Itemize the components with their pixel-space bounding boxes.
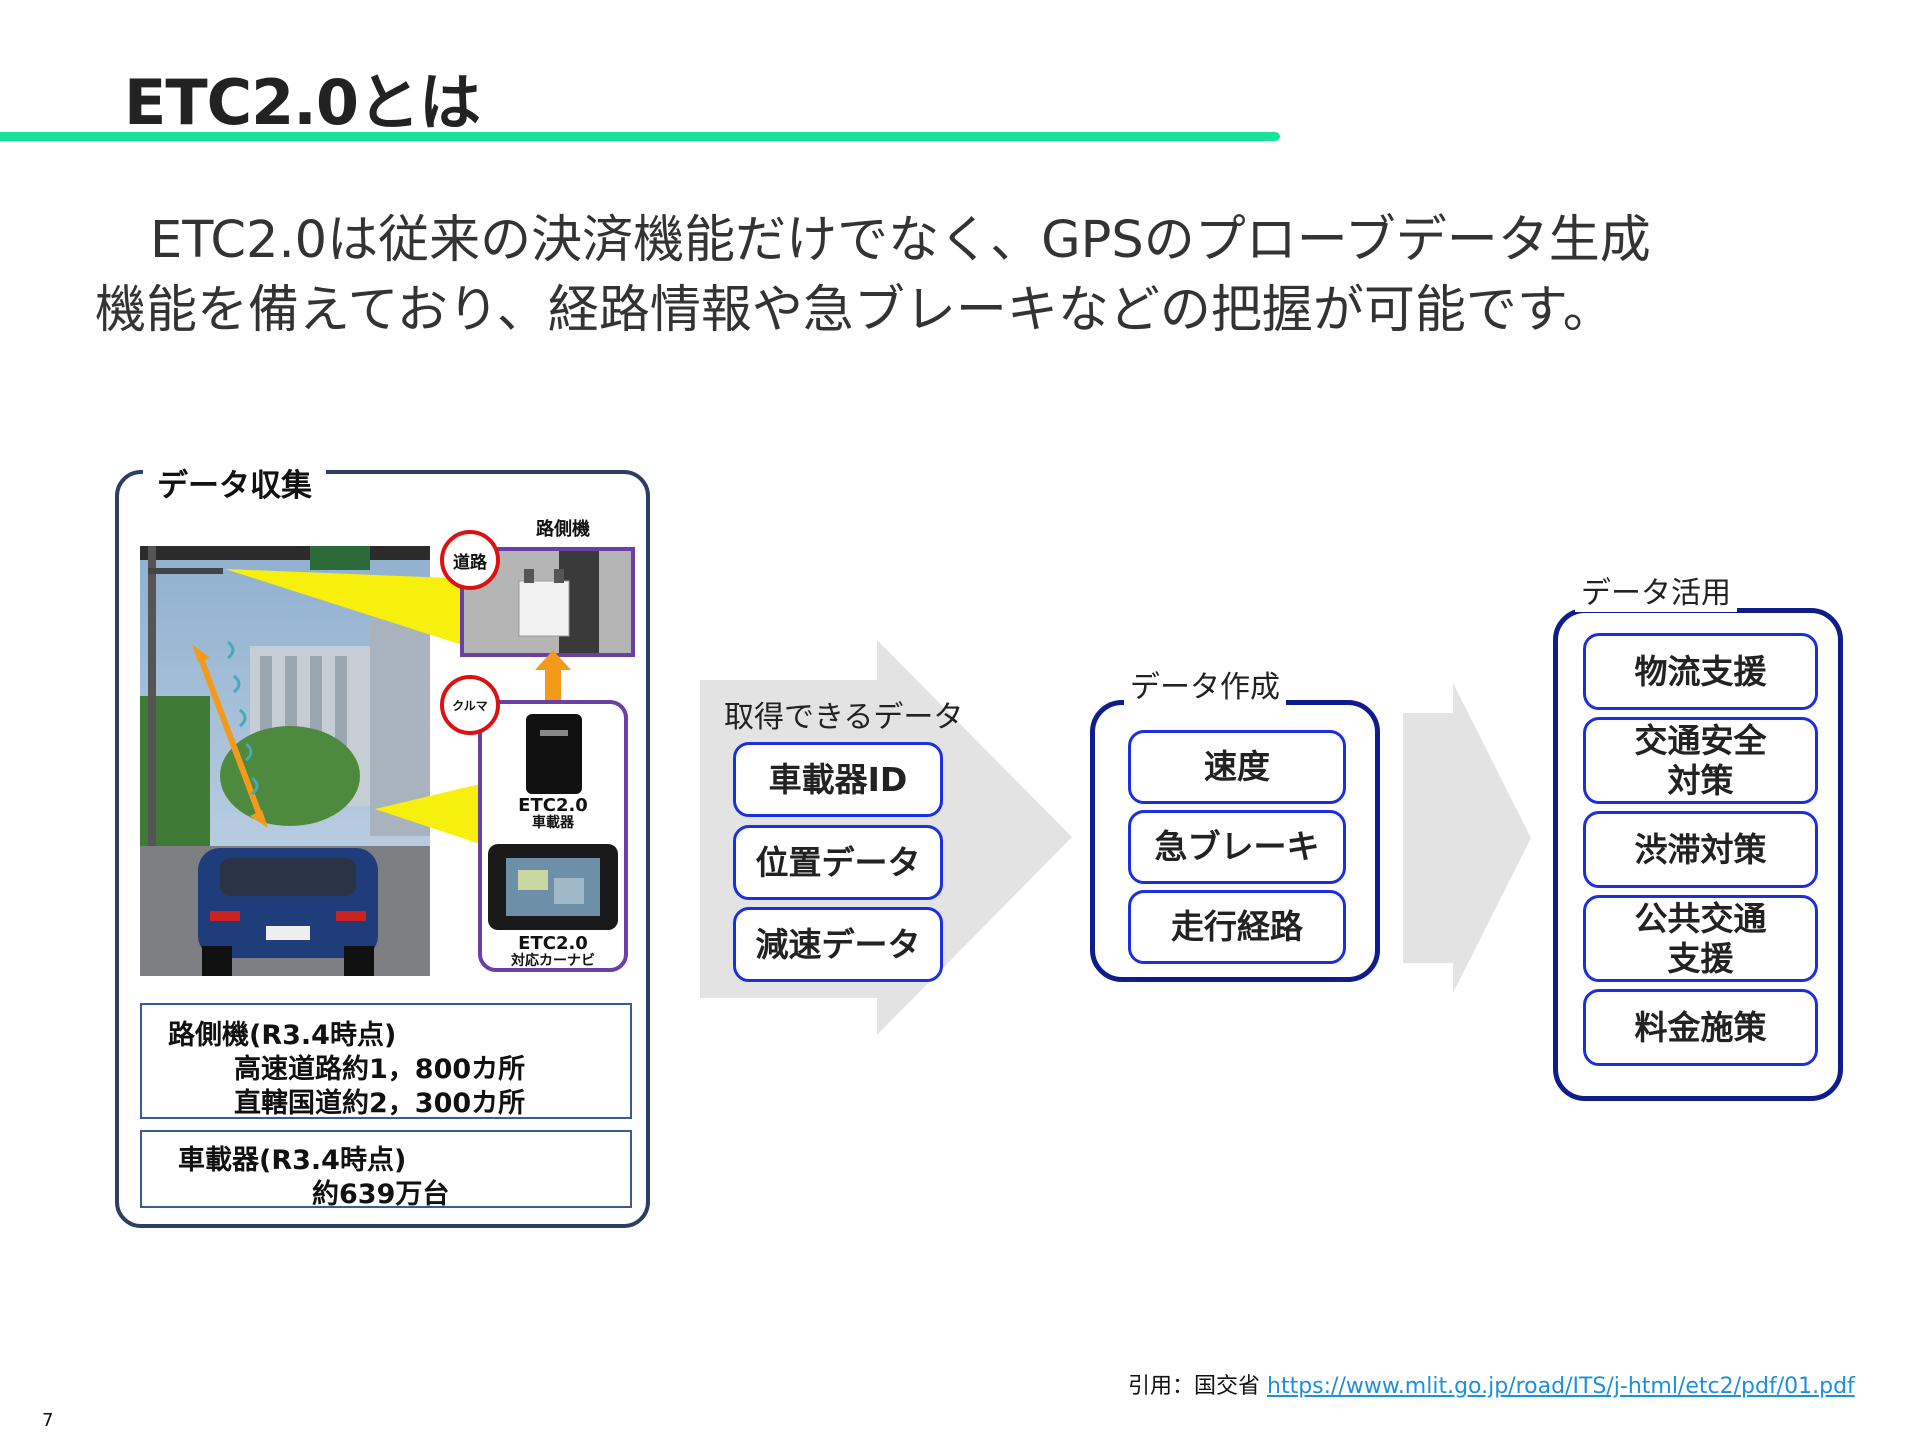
car-nav-label-2: 対応カーナビ [511,953,595,969]
car-nav-label-1: ETC2.0 [518,933,588,954]
citation: 引用：国交省 https://www.mlit.go.jp/road/ITS/j… [1128,1368,1855,1400]
use-item-toll-policy: 料金施策 [1583,989,1818,1066]
onboard-stats-line-1: 約639万台 [312,1179,450,1210]
page-number: 7 [42,1410,54,1431]
intro-line-2: 機能を備えており、経路情報や急ブレーキなどの把握が可能です。 [95,281,1614,340]
data-creation-label: データ作成 [1124,662,1286,706]
onboard-devices-box: ETC2.0 車載器 ETC2.0 対応カーナビ [478,700,628,972]
road-photo-illustration [140,546,430,976]
use-item-congestion: 渋滞対策 [1583,811,1818,888]
slide-title: ETC2.0とは [124,66,481,139]
onboard-stats-heading: 車載器(R3.4時点) [178,1145,407,1176]
title-underline [0,132,1280,141]
citation-prefix: 引用：国交省 [1128,1374,1267,1399]
onboard-unit-label-2: 車載器 [532,815,574,831]
creation-item-speed: 速度 [1128,730,1346,804]
roadside-stats-line-1: 高速道路約1，800カ所 [234,1054,526,1085]
onboard-unit-icon [526,714,582,794]
data-item-deceleration: 減速データ [733,907,943,982]
roadside-unit-illustration [464,551,631,653]
data-collection-title: データ収集 [143,460,326,505]
roadside-stats-line-2: 直轄国道約2，300カ所 [234,1088,526,1119]
flow-arrow-2 [1403,683,1531,993]
use-item-public-transport: 公共交通 支援 [1583,895,1818,982]
citation-link[interactable]: https://www.mlit.go.jp/road/ITS/j-html/e… [1267,1374,1855,1399]
intro-line-1: ETC2.0は従来の決済機能だけでなく、GPSのプローブデータ生成 [150,211,1651,270]
roadside-unit-image [460,547,635,657]
use-item-traffic-safety: 交通安全 対策 [1583,717,1818,804]
use-item-logistics: 物流支援 [1583,633,1818,710]
signal-beams [225,569,480,844]
intro-text: ETC2.0は従来の決済機能だけでなく、GPSのプローブデータ生成 機能を備えて… [95,206,1855,346]
car-navigation-icon [488,844,618,930]
onboard-unit-label-1: ETC2.0 [518,795,588,816]
roadside-stats-heading: 路側機(R3.4時点) [168,1020,397,1051]
creation-item-hard-braking: 急ブレーキ [1128,810,1346,884]
creation-item-route: 走行経路 [1128,890,1346,964]
onboard-stats-box: 車載器(R3.4時点) 約639万台 [140,1130,632,1210]
acquirable-data-label: 取得できるデータ [724,700,964,735]
roadside-stats-box: 路側機(R3.4時点) 高速道路約1，800カ所 直轄国道約2，300カ所 [140,1003,632,1119]
data-item-vehicle-id: 車載器ID [733,742,943,817]
road-badge: 道路 [440,530,500,590]
car-badge: クルマ [440,675,500,735]
upload-arrow-icon [535,650,571,702]
data-item-position: 位置データ [733,825,943,900]
data-utilization-label: データ活用 [1575,568,1737,612]
roadside-unit-label: 路側機 [536,519,590,540]
